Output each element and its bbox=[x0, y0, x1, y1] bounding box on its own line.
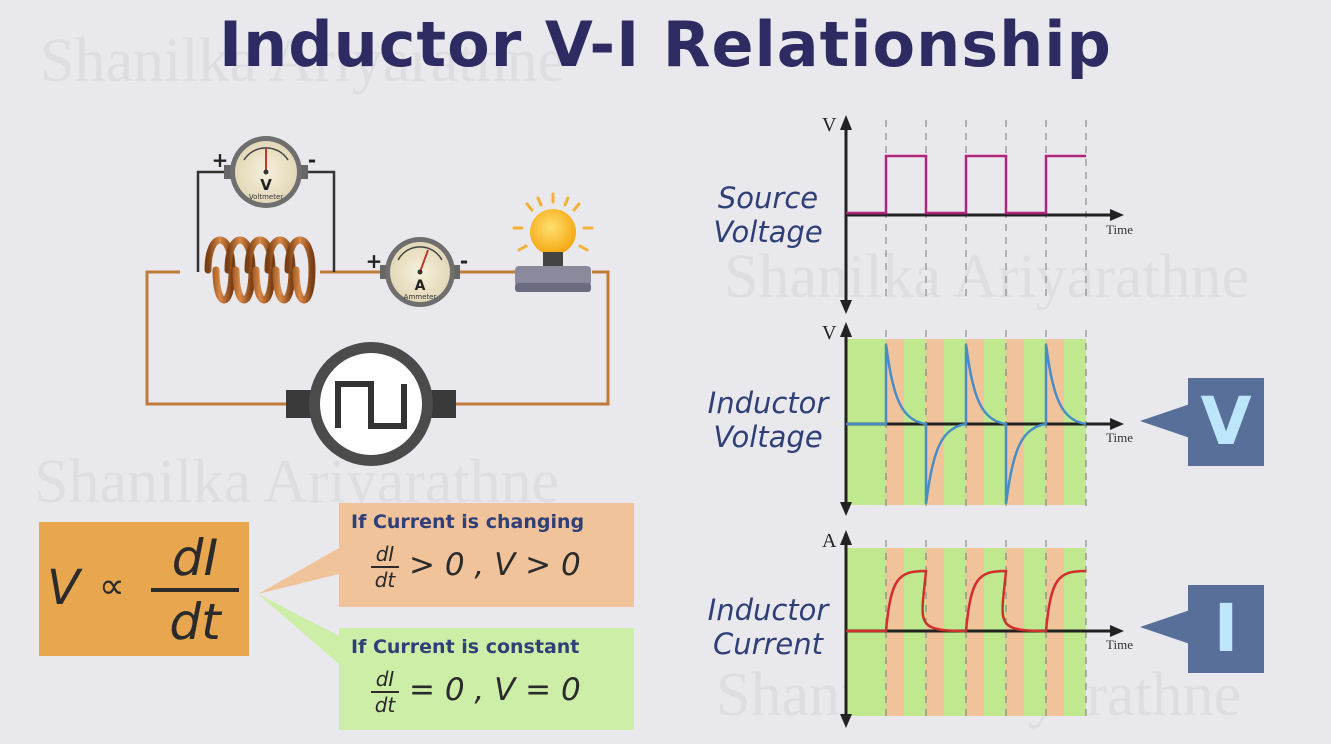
current-constant-box: If Current is constant dI dt = 0 , V = 0 bbox=[339, 628, 634, 730]
changing-numerator: dI bbox=[375, 542, 395, 566]
graph-source-voltage bbox=[840, 115, 1124, 314]
current-changing-box: If Current is changing dI dt > 0 , V > 0 bbox=[339, 503, 634, 607]
graph2-y-axis-label: V bbox=[822, 322, 837, 344]
formula-fraction-bar bbox=[151, 588, 239, 592]
graph3-time-label: Time bbox=[1106, 637, 1133, 652]
graph2-bands bbox=[846, 339, 1086, 505]
current-constant-heading: If Current is constant bbox=[351, 636, 580, 658]
constant-fraction: dI dt bbox=[365, 668, 405, 716]
changing-denominator: dt bbox=[374, 568, 396, 592]
voltmeter-leads bbox=[196, 170, 336, 272]
voltmeter: V Voltmeter bbox=[224, 136, 308, 208]
callout-wedge-constant bbox=[258, 594, 339, 664]
inductor-coil bbox=[176, 236, 344, 304]
graph1-time-label: Time bbox=[1106, 222, 1133, 237]
inductor-voltage-wave bbox=[846, 343, 1087, 505]
voltmeter-name: Voltmeter bbox=[249, 193, 283, 201]
ammeter-name: Ammeter bbox=[404, 293, 437, 301]
ammeter: A Ammeter bbox=[380, 237, 460, 307]
current-badge-pointer bbox=[1140, 610, 1190, 644]
formula-denominator: dt bbox=[169, 593, 221, 651]
graph1-y-axis-label: V bbox=[822, 114, 837, 136]
source-voltage-wave bbox=[846, 154, 1086, 215]
graph3-y-axis-label: A bbox=[822, 530, 837, 552]
constant-numerator: dI bbox=[375, 667, 395, 691]
formula-box: V ∝ dI dt bbox=[39, 522, 249, 656]
watermark: Shanilka Ariyarathne bbox=[724, 243, 1250, 311]
graph3-label: Inductor Current bbox=[696, 593, 840, 661]
formula-lhs: V bbox=[47, 560, 80, 616]
page-title: Inductor V-I Relationship bbox=[219, 8, 1112, 81]
formula-fraction: dI dt bbox=[147, 530, 243, 650]
graph-inductor-current bbox=[840, 530, 1124, 728]
graph2-time-label: Time bbox=[1106, 430, 1133, 445]
constant-relation: = 0 , V = 0 bbox=[409, 672, 581, 708]
watermark: Shanilka Ariyarathne bbox=[40, 27, 566, 95]
graph-inductor-voltage bbox=[840, 322, 1124, 516]
graph1-label-line2: Voltage bbox=[713, 215, 823, 249]
graph2-label-line1: Inductor bbox=[707, 386, 829, 420]
voltage-badge: V bbox=[1188, 378, 1264, 466]
voltmeter-minus: - bbox=[308, 148, 316, 172]
graph1-dashed-guides bbox=[885, 120, 1087, 300]
changing-relation: > 0 , V > 0 bbox=[409, 547, 581, 583]
circuit-wires bbox=[145, 270, 610, 406]
graph2-label: Inductor Voltage bbox=[696, 386, 840, 454]
graph3-label-line2: Current bbox=[712, 627, 824, 661]
graph3-label-line1: Inductor bbox=[707, 593, 829, 627]
graph1-label: Source Voltage bbox=[700, 181, 836, 249]
voltage-badge-pointer bbox=[1140, 404, 1190, 438]
ammeter-letter: A bbox=[415, 278, 426, 294]
light-bulb-icon bbox=[512, 192, 594, 292]
square-wave-source-icon bbox=[286, 342, 456, 466]
ammeter-plus: + bbox=[366, 249, 383, 273]
constant-denominator: dt bbox=[374, 693, 396, 717]
current-changing-heading: If Current is changing bbox=[351, 511, 585, 533]
inductor-current-wave bbox=[846, 569, 1087, 633]
callout-wedge-changing bbox=[258, 548, 339, 594]
constant-fraction-bar bbox=[371, 691, 399, 693]
graph2-label-line2: Voltage bbox=[713, 420, 823, 454]
formula-proportional: ∝ bbox=[99, 566, 125, 607]
voltmeter-plus: + bbox=[212, 148, 229, 172]
graph1-label-line1: Source bbox=[717, 181, 819, 215]
voltmeter-letter: V bbox=[260, 176, 272, 194]
current-badge: I bbox=[1188, 585, 1264, 673]
formula-numerator: dI bbox=[171, 529, 219, 587]
changing-fraction-bar bbox=[371, 566, 399, 568]
changing-fraction: dI dt bbox=[365, 543, 405, 591]
ammeter-minus: - bbox=[460, 249, 468, 273]
